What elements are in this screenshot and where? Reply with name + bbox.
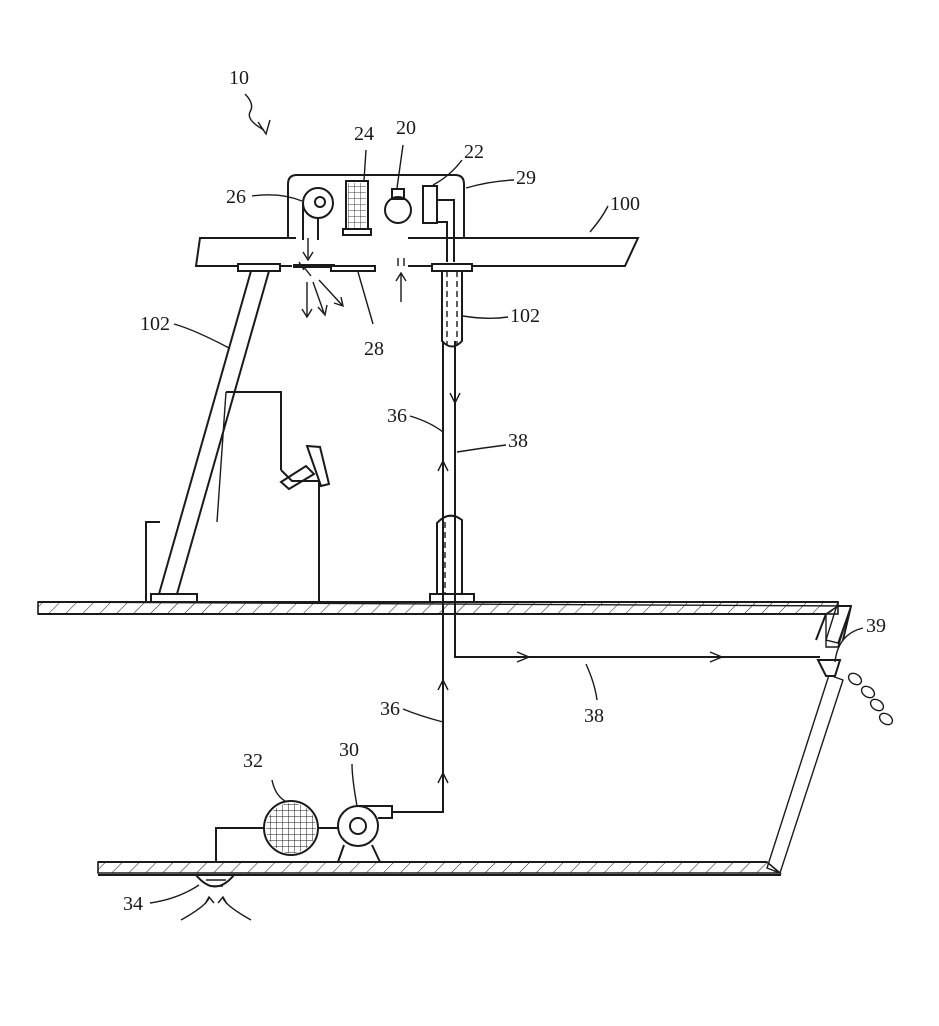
strainer-32 [215, 800, 338, 862]
sea-intake-34 [180, 874, 252, 921]
leader-lines [149, 93, 864, 904]
label-component-22: 22 [464, 141, 484, 163]
return-line-38 [449, 341, 820, 663]
label-line-36-upper: 36 [387, 405, 407, 427]
label-line-38-upper: 38 [508, 430, 528, 452]
hull-bottom [97, 861, 783, 876]
air-discharge-arrows [298, 238, 344, 319]
label-intake-34: 34 [123, 893, 143, 915]
outlet-nozzle [816, 659, 842, 677]
deck [37, 601, 852, 644]
vent-28 [330, 258, 407, 302]
component-20 [384, 188, 412, 224]
post-right-upper [431, 263, 473, 348]
cabin-console [145, 391, 331, 602]
post-right-lower [429, 514, 475, 603]
label-pump-30: 30 [339, 739, 359, 761]
label-post-102-right: 102 [510, 305, 540, 327]
reference-labels: 10 24 20 22 29 100 26 28 102 102 36 38 3… [123, 67, 886, 915]
hull-side-wall [766, 605, 853, 874]
label-line-38-lower: 38 [584, 705, 604, 727]
component-22 [422, 185, 455, 262]
label-system-10: 10 [229, 67, 249, 89]
label-vent-28: 28 [364, 338, 384, 360]
label-filter-24: 24 [354, 123, 374, 145]
water-droplets [847, 672, 894, 726]
label-line-36-lower: 36 [380, 698, 400, 720]
post-left [150, 263, 281, 603]
supply-line-36 [392, 341, 449, 813]
label-blower-26: 26 [226, 186, 246, 208]
roof [194, 236, 640, 268]
blower-26 [302, 187, 334, 240]
label-post-102-left: 102 [140, 313, 170, 335]
rooftop-unit-housing [287, 174, 465, 268]
media-filter-24 [342, 180, 372, 236]
pump-30 [336, 805, 393, 863]
label-roof-100: 100 [610, 193, 640, 215]
label-outlet-39: 39 [866, 615, 886, 637]
label-housing-29: 29 [516, 167, 536, 189]
label-strainer-32: 32 [243, 750, 263, 772]
label-component-20: 20 [396, 117, 416, 139]
